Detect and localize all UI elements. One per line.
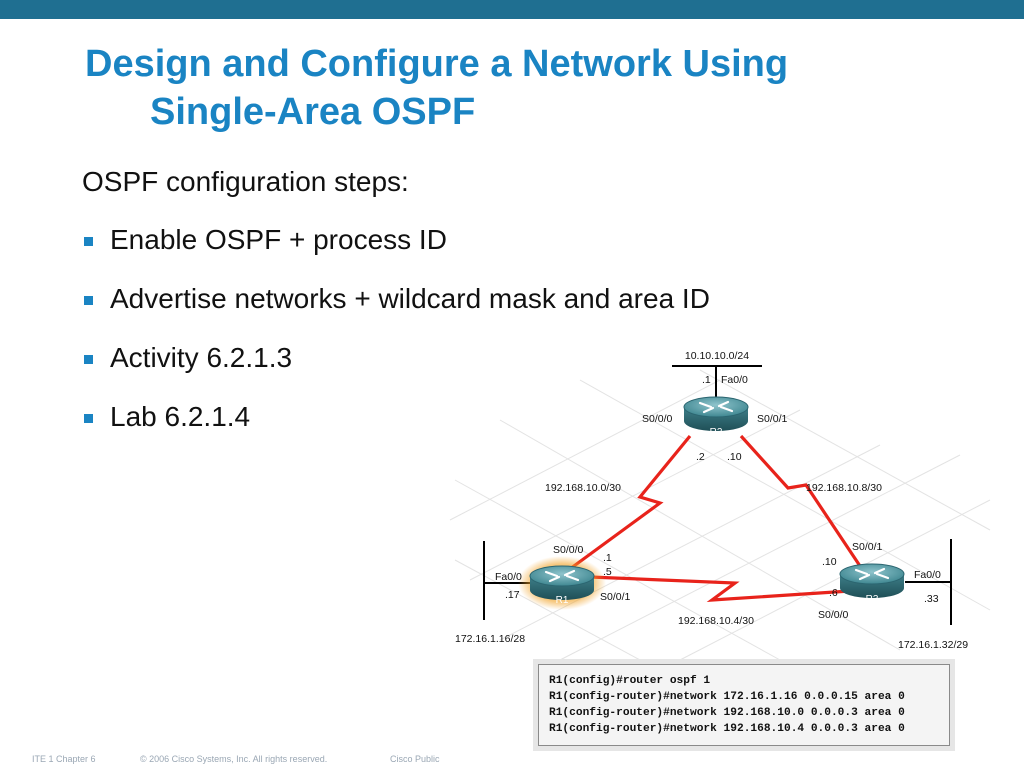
r3-s001-label: S0/0/1 xyxy=(852,541,883,553)
r2-ip-right-label: .10 xyxy=(727,451,742,463)
slide-title: Design and Configure a Network Using Sin… xyxy=(85,40,788,136)
bullet-list: Enable OSPF + process ID Advertise netwo… xyxy=(82,224,710,460)
bullet-square-icon xyxy=(84,296,93,305)
config-code: R1(config)#router ospf 1 R1(config-route… xyxy=(549,673,939,737)
lead-text: OSPF configuration steps: xyxy=(82,166,409,197)
router-label: R1 xyxy=(556,595,569,606)
r1-ip5-label: .5 xyxy=(603,566,612,578)
r2-lan-network-label: 10.10.10.0/24 xyxy=(685,350,749,362)
r2-s001-label: S0/0/1 xyxy=(757,413,788,425)
bullet-item: Lab 6.2.1.4 xyxy=(82,401,710,460)
config-line: R1(config-router)#network 172.16.1.16 0.… xyxy=(549,691,905,703)
bullet-item: Activity 6.2.1.3 xyxy=(82,342,710,401)
r1-fa-label: Fa0/0 xyxy=(495,571,522,583)
r1-lan-ip-label: .17 xyxy=(505,589,520,601)
router-r3: R3 xyxy=(838,562,906,605)
serial-link-r2-r3 xyxy=(739,434,866,573)
network-r1-r2-label: 192.168.10.0/30 xyxy=(545,482,621,494)
r3-fa-label: Fa0/0 xyxy=(914,569,941,581)
router-r1: R1 xyxy=(518,556,606,610)
bullet-square-icon xyxy=(84,414,93,423)
r1-lan-network-label: 172.16.1.16/28 xyxy=(455,633,525,645)
footer-course: ITE 1 Chapter 6 xyxy=(32,754,96,764)
r2-lan-ip-label: .1 xyxy=(702,374,711,386)
r3-lan-network-label: 172.16.1.32/29 xyxy=(898,639,968,651)
r1-s001-label: S0/0/1 xyxy=(600,591,631,603)
serial-link-r1-r3 xyxy=(589,575,851,602)
bullet-item: Enable OSPF + process ID xyxy=(82,224,710,283)
router-r2: R2 xyxy=(682,395,750,438)
router-label: R2 xyxy=(710,427,723,438)
r2-ip-left-label: .2 xyxy=(696,451,705,463)
bullet-text: Advertise networks + wildcard mask and a… xyxy=(110,283,710,314)
config-line: R1(config)#router ospf 1 xyxy=(549,675,711,687)
r2-s000-label: S0/0/0 xyxy=(642,413,673,425)
footer-classification: Cisco Public xyxy=(390,754,440,764)
r3-lan-ip-label: .33 xyxy=(924,593,939,605)
r3-ip6-label: .6 xyxy=(829,587,838,599)
top-banner xyxy=(0,0,1024,19)
bullet-text: Lab 6.2.1.4 xyxy=(110,401,251,432)
bullet-text: Enable OSPF + process ID xyxy=(110,224,447,255)
r1-s000-label: S0/0/0 xyxy=(553,544,584,556)
bullet-square-icon xyxy=(84,237,93,246)
topology-labels: 10.10.10.0/24 .1 Fa0/0 S0/0/0 S0/0/1 .2 … xyxy=(455,350,968,651)
config-line: R1(config-router)#network 192.168.10.0 0… xyxy=(549,707,905,719)
r1-ip1-label: .1 xyxy=(603,552,612,564)
r2-fa-label: Fa0/0 xyxy=(721,374,748,386)
footer-copyright: © 2006 Cisco Systems, Inc. All rights re… xyxy=(140,754,328,764)
bullet-item: Advertise networks + wildcard mask and a… xyxy=(82,283,710,342)
title-line-1: Design and Configure a Network Using xyxy=(85,43,789,85)
router-label: R3 xyxy=(866,594,879,605)
bullet-text: Activity 6.2.1.3 xyxy=(110,342,293,373)
network-r1-r3-label: 192.168.10.4/30 xyxy=(678,615,754,627)
serial-links xyxy=(562,434,866,602)
title-line-2: Single-Area OSPF xyxy=(150,91,476,133)
config-line: R1(config-router)#network 192.168.10.4 0… xyxy=(549,723,905,735)
config-code-box: R1(config)#router ospf 1 R1(config-route… xyxy=(538,664,950,746)
r3-ip10-label: .10 xyxy=(822,556,837,568)
r3-s000-label: S0/0/0 xyxy=(818,609,849,621)
bullet-square-icon xyxy=(84,355,93,364)
serial-link-r1-r2 xyxy=(562,434,692,576)
network-r2-r3-label: 192.168.10.8/30 xyxy=(806,482,882,494)
